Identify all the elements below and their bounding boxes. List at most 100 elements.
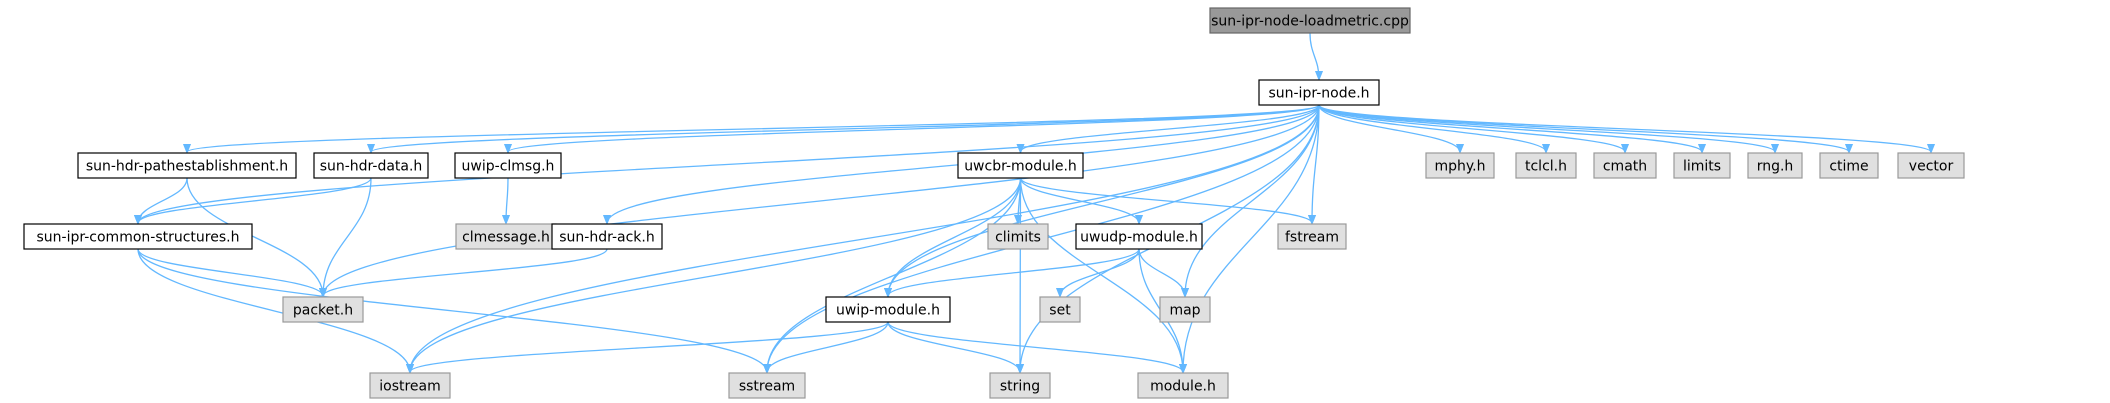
edge-uwcbr-to-module	[1019, 177, 1184, 372]
node-label: module.h	[1150, 379, 1216, 395]
node-box	[728, 372, 806, 399]
node-box	[1425, 152, 1495, 179]
nodes-layer: sun-ipr-node-loadmetric.cpp sun-ipr-node.…	[23, 7, 1965, 399]
node-label: map	[1169, 303, 1200, 319]
node-vector: vector	[1897, 152, 1965, 179]
edge-sun_ipr_node-to-pathest	[187, 104, 1320, 152]
node-rng: rng.h	[1747, 152, 1803, 179]
node-box	[1819, 152, 1879, 179]
node-label: uwip-clmsg.h	[462, 159, 555, 175]
node-pathest[interactable]: sun-hdr-pathestablishment.h	[77, 152, 297, 179]
node-label: uwip-module.h	[836, 303, 940, 319]
edges-layer	[137, 32, 1931, 372]
node-string: string	[989, 372, 1051, 399]
edge-uwip-to-module	[887, 321, 1183, 372]
edge-sun_ipr_node-to-rng	[1318, 104, 1775, 152]
edge-uwcbr-to-fstream	[1019, 177, 1313, 223]
node-label: tclcl.h	[1525, 159, 1567, 175]
node-box	[1258, 79, 1380, 106]
node-box	[313, 152, 429, 179]
node-map: map	[1159, 296, 1211, 323]
node-label: mphy.h	[1434, 159, 1485, 175]
node-uwcbr[interactable]: uwcbr-module.h	[957, 152, 1084, 179]
node-ctime: ctime	[1819, 152, 1879, 179]
edge-uwip-to-sstream	[767, 321, 889, 372]
node-label: cmath	[1603, 159, 1647, 175]
node-box	[23, 223, 253, 250]
node-box	[1673, 152, 1731, 179]
edge-uwcbr-to-uwip	[888, 177, 1022, 296]
node-box	[551, 223, 663, 250]
edge-uwcbr-to-sstream	[767, 177, 1022, 372]
node-label: sstream	[739, 379, 795, 395]
node-label: iostream	[379, 379, 441, 395]
node-box	[1159, 296, 1211, 323]
node-uwudp[interactable]: uwudp-module.h	[1075, 223, 1203, 250]
node-cmath: cmath	[1593, 152, 1657, 179]
edge-pathest-to-packet	[186, 177, 323, 296]
edge-sun_ipr_node-to-tclcl	[1318, 104, 1546, 152]
edge-sun_ipr_node-to-packet	[323, 104, 1320, 296]
edge-sun_ipr_node-to-ctime	[1318, 104, 1849, 152]
node-label: uwudp-module.h	[1080, 230, 1198, 246]
node-box	[1137, 372, 1229, 399]
node-label: fstream	[1285, 230, 1339, 246]
node-common[interactable]: sun-ipr-common-structures.h	[23, 223, 253, 250]
node-box	[989, 372, 1051, 399]
node-label: vector	[1909, 159, 1954, 175]
edge-sun_ipr_node-to-vector	[1318, 104, 1931, 152]
edge-root-to-sun_ipr_node	[1309, 32, 1319, 79]
edge-sun_ipr_node-to-clmsg	[508, 104, 1320, 152]
node-label: sun-hdr-ack.h	[559, 230, 654, 246]
node-label: set	[1049, 303, 1071, 319]
node-clmessage: clmessage.h	[455, 223, 557, 250]
edge-sun_ipr_node-to-module	[1183, 104, 1320, 372]
node-box	[1277, 223, 1347, 250]
edge-sun_ipr_node-to-common	[138, 104, 1320, 223]
node-fstream: fstream	[1277, 223, 1347, 250]
node-clmsg[interactable]: uwip-clmsg.h	[454, 152, 562, 179]
node-label: sun-hdr-pathestablishment.h	[86, 159, 288, 175]
node-root[interactable]: sun-ipr-node-loadmetric.cpp	[1209, 7, 1411, 34]
node-set: set	[1039, 296, 1081, 323]
node-hdrdata[interactable]: sun-hdr-data.h	[313, 152, 429, 179]
node-module: module.h	[1137, 372, 1229, 399]
node-label: climits	[995, 230, 1041, 246]
edge-uwcbr-to-uwudp	[1019, 177, 1140, 223]
node-label: sun-ipr-node.h	[1268, 86, 1369, 102]
node-box	[1209, 7, 1411, 34]
node-iostream: iostream	[369, 372, 451, 399]
node-box	[825, 296, 951, 323]
node-uwip[interactable]: uwip-module.h	[825, 296, 951, 323]
edge-uwudp-to-set	[1060, 248, 1140, 296]
node-limits: limits	[1673, 152, 1731, 179]
node-label: limits	[1683, 159, 1721, 175]
edge-uwcbr-to-iostream	[410, 177, 1022, 372]
node-box	[1593, 152, 1657, 179]
edge-sun_ipr_node-to-cmath	[1318, 104, 1625, 152]
edge-common-to-sstream	[137, 248, 767, 372]
edge-common-to-packet	[137, 248, 323, 296]
edge-sun_ipr_node-to-uwcbr	[1021, 104, 1320, 152]
node-box	[1897, 152, 1965, 179]
node-label: ctime	[1829, 159, 1868, 175]
edge-uwcbr-to-string	[1020, 177, 1021, 372]
node-label: sun-ipr-node-loadmetric.cpp	[1211, 14, 1409, 30]
node-label: sun-hdr-data.h	[320, 159, 423, 175]
edge-sun_ipr_node-to-uwip	[888, 104, 1320, 296]
node-box	[1515, 152, 1577, 179]
node-box	[454, 152, 562, 179]
node-sstream: sstream	[728, 372, 806, 399]
node-label: sun-ipr-common-structures.h	[37, 230, 240, 246]
node-label: rng.h	[1757, 159, 1794, 175]
node-packet: packet.h	[282, 296, 364, 323]
node-box	[987, 223, 1049, 250]
edge-common-to-iostream	[137, 248, 410, 372]
node-sun-ipr-node[interactable]: sun-ipr-node.h	[1258, 79, 1380, 106]
node-hdrack[interactable]: sun-hdr-ack.h	[551, 223, 663, 250]
edge-sun_ipr_node-to-map	[1185, 104, 1320, 296]
edge-hdrdata-to-common	[138, 177, 372, 223]
node-box	[1747, 152, 1803, 179]
edge-uwudp-to-uwip	[888, 248, 1140, 296]
